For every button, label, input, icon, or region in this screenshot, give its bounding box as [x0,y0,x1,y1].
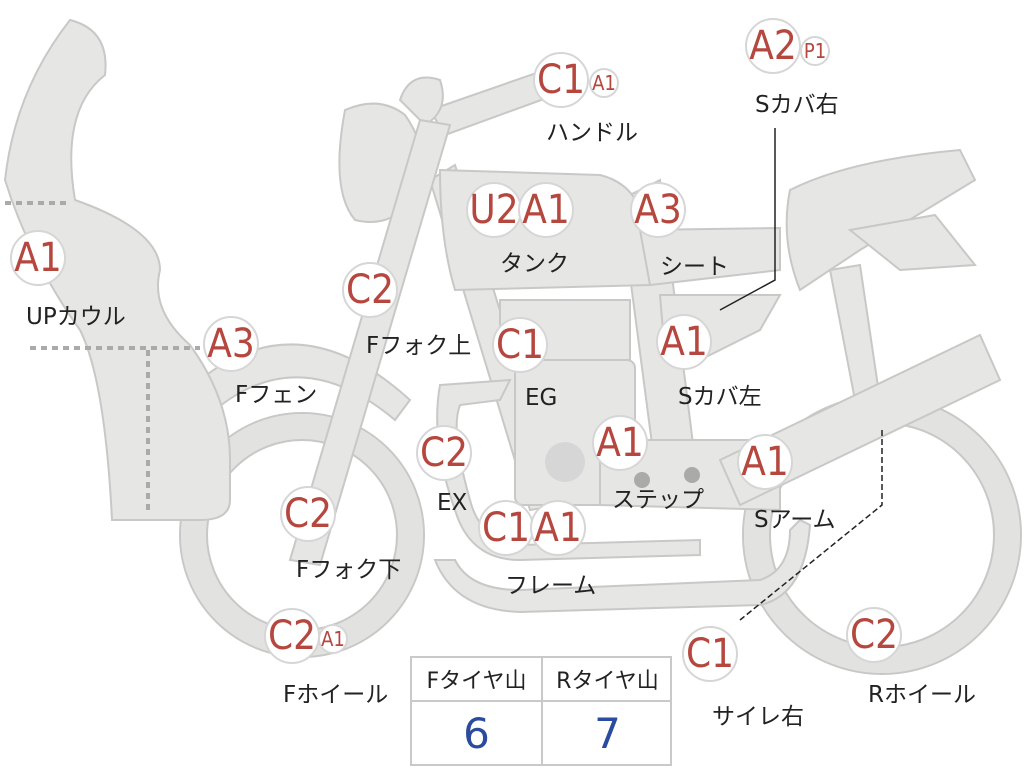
upper-cowl-code-1[interactable]: A1 [10,230,66,286]
handle-code-1[interactable]: C1 [533,52,589,108]
rear-wheel-code-1[interactable]: C2 [846,607,902,663]
front-fender-code-1[interactable]: A3 [203,316,259,372]
side-cover-right-label: Sカバ右 [755,92,839,118]
table-divider [541,658,543,764]
swing-arm-label: Sアーム [754,507,836,533]
front-tire-value[interactable]: 6 [463,708,490,758]
front-fork-upper-code-1[interactable]: C2 [342,262,398,318]
front-fork-shape [288,118,452,567]
silencer-right-code-1[interactable]: C1 [682,626,738,682]
seat-code-1[interactable]: A3 [630,182,686,238]
swing-arm-code-1[interactable]: A1 [737,434,793,490]
side-cover-left-code-1[interactable]: A1 [656,314,712,370]
front-tire-header: Fタイヤ山 [412,658,541,702]
rear-tire-header: Rタイヤ山 [543,658,672,702]
front-fork-lower-label: Fフォク下 [296,557,402,583]
front-wheel-code-1[interactable]: C2 [264,608,320,664]
seat-shape [638,226,781,287]
exhaust-label: EX [437,490,468,516]
rear-wheel-label: Rホイール [868,682,976,708]
tank-code-1[interactable]: U2 [466,182,522,238]
side-cover-right-code-2[interactable]: P1 [800,36,830,66]
tail-shape [785,148,977,292]
tire-tread-table: Fタイヤ山 Rタイヤ山 6 7 [410,656,672,766]
side-cover-right-code-1[interactable]: A2 [745,18,801,74]
silencer-right-label: サイレ右 [712,704,804,730]
handle-label: ハンドル [546,120,638,146]
handle-code-2[interactable]: A1 [589,68,619,98]
side-cover-left-label: Sカバ左 [678,384,762,410]
engine-label: EG [525,385,558,411]
seat-label: シート [660,254,729,280]
front-fender-label: Fフェン [235,382,318,408]
front-fork-lower-code-1[interactable]: C2 [280,486,336,542]
exhaust-code-1[interactable]: C2 [416,425,472,481]
step-label: ステップ [612,487,704,513]
front-fork-upper-label: Fフォク上 [366,333,472,359]
frame-label: フレーム [505,573,597,599]
tank-code-2[interactable]: A1 [518,182,574,238]
tank-label: タンク [500,251,569,277]
frame-code-2[interactable]: A1 [530,500,586,556]
frame-code-1[interactable]: C1 [478,500,534,556]
upper-cowl-shape [3,18,231,521]
upper-cowl-label: UPカウル [26,304,126,330]
rear-tire-value[interactable]: 7 [594,708,621,758]
engine-code-1[interactable]: C1 [492,317,548,373]
front-wheel-label: Fホイール [283,682,389,708]
step-code-1[interactable]: A1 [592,415,648,471]
front-wheel-code-2[interactable]: A1 [318,624,348,654]
